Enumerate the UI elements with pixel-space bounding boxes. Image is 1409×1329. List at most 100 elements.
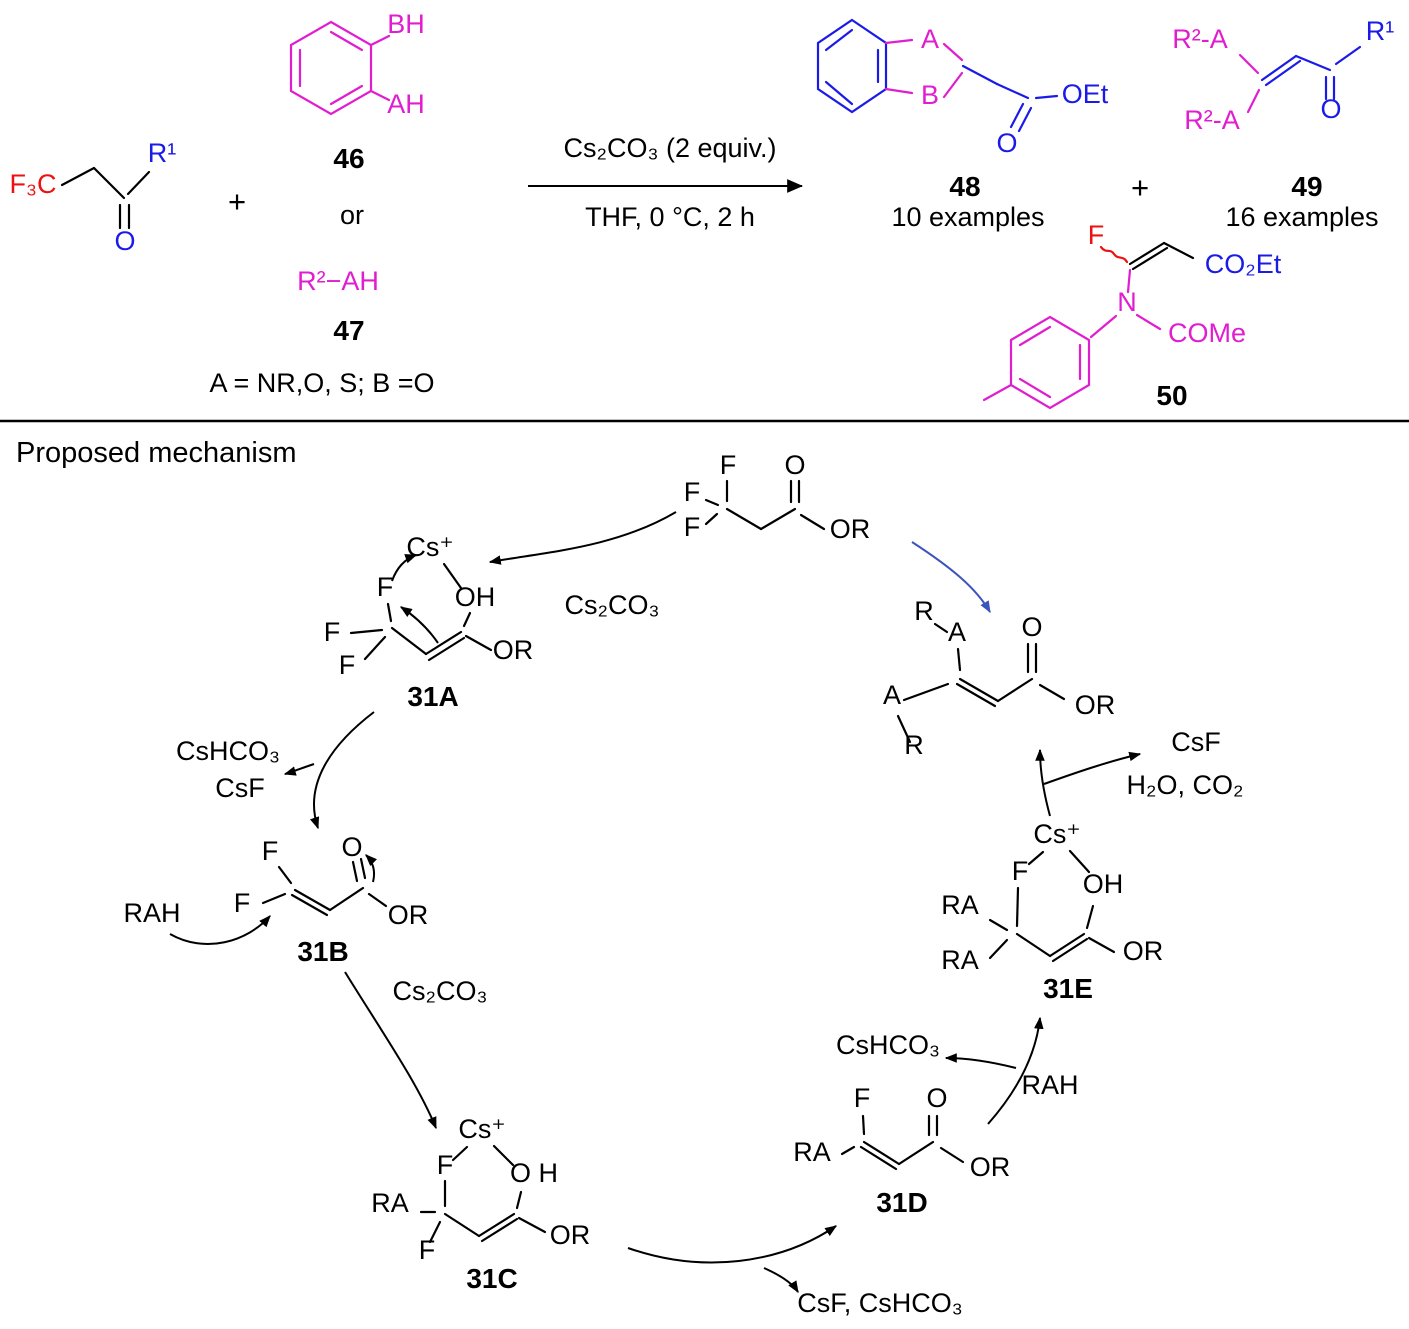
intermediate-31e: Cs⁺ F OH RA RA OR 31E bbox=[941, 819, 1163, 1004]
arrow-ester-to-product-blue bbox=[911, 541, 991, 614]
curved-arrow-carbonyl bbox=[365, 854, 378, 883]
mechanism-product: R A O A R OR bbox=[883, 596, 1115, 760]
intermediate-31b: F O F OR RAH 31B bbox=[123, 832, 428, 967]
r2a-bottom-label: R²-A bbox=[1184, 105, 1240, 135]
intermediate-31d: F O RA OR 31D bbox=[793, 1083, 1010, 1218]
cs-cation-label: Cs⁺ bbox=[406, 532, 453, 562]
mechanism-product-bonds bbox=[896, 622, 1066, 744]
rah-label: RAH bbox=[123, 898, 180, 928]
f-label-50: F bbox=[1088, 220, 1105, 250]
o-label: O bbox=[784, 450, 805, 480]
curved-arrow-rah-attack bbox=[169, 915, 271, 945]
intermediate-31a-bonds bbox=[349, 562, 493, 662]
intermediate-31d-number: 31D bbox=[876, 1187, 927, 1218]
a-label: A bbox=[948, 617, 966, 647]
intermediate-31b-bonds bbox=[261, 857, 388, 917]
plus-sign-right: + bbox=[1131, 170, 1149, 205]
compound-47-number: 47 bbox=[333, 315, 364, 346]
intermediate-31c-number: 31C bbox=[466, 1263, 517, 1294]
f-label: F bbox=[854, 1083, 871, 1113]
byproduct-csf-final-label: CsF bbox=[1171, 727, 1221, 757]
ah-label: AH bbox=[387, 89, 425, 119]
cs2co3-reagent-top: Cs₂CO₃ bbox=[565, 590, 660, 620]
rah-right-label: RAH bbox=[1021, 1070, 1078, 1100]
cs-cation-label: Cs⁺ bbox=[1033, 819, 1080, 849]
reactant-bonds bbox=[60, 166, 151, 230]
oh-label: OH bbox=[455, 582, 496, 612]
or-label: OR bbox=[1075, 690, 1116, 720]
r-label: R bbox=[914, 596, 934, 626]
arrow-31a-to-31b bbox=[283, 711, 375, 830]
f3c-label: F₃C bbox=[10, 169, 57, 199]
f-label: F bbox=[437, 1150, 454, 1180]
r1-product-label: R¹ bbox=[1366, 16, 1395, 46]
mechanism-section: Proposed mechanism F F F O OR Cs₂C bbox=[16, 437, 1243, 1318]
ester-o-label: O bbox=[996, 128, 1017, 158]
f-label: F bbox=[684, 477, 701, 507]
r1-label: R¹ bbox=[148, 138, 177, 168]
conditions-below: THF, 0 °C, 2 h bbox=[585, 202, 755, 232]
product-50-bonds-amine bbox=[982, 268, 1162, 410]
conditions-above: Cs₂CO₃ (2 equiv.) bbox=[563, 133, 776, 163]
ra-label: RA bbox=[941, 890, 979, 920]
product-48-number: 48 bbox=[949, 171, 980, 202]
or-label: OR bbox=[830, 514, 871, 544]
r-label: R bbox=[904, 730, 924, 760]
or-text: or bbox=[340, 200, 364, 230]
intermediate-31b-number: 31B bbox=[297, 936, 348, 967]
come-label: COMe bbox=[1168, 318, 1246, 348]
cf3-ester-structure: F F F O OR bbox=[684, 450, 871, 544]
arrow-ester-to-31a bbox=[488, 511, 677, 565]
curved-arrow-enolate bbox=[400, 606, 439, 644]
cf3-ester-bonds bbox=[704, 479, 826, 531]
ketone-o-label: O bbox=[1320, 94, 1341, 124]
a-label: A bbox=[883, 680, 901, 710]
product-49: R²-A R²-A O R¹ 49 16 examples bbox=[1172, 16, 1394, 232]
or-label: OR bbox=[493, 635, 534, 665]
carbonyl-o-label: O bbox=[114, 226, 135, 256]
product-49-bonds-enone bbox=[1260, 45, 1362, 101]
cs2co3-reagent-mid: Cs₂CO₃ bbox=[393, 976, 488, 1006]
scheme-top: F₃C R¹ O + BH AH 46 or R²−AH 47 A = NR,O… bbox=[10, 9, 1395, 411]
intermediate-31c: Cs⁺ F O H RA F OR 31C bbox=[371, 1114, 590, 1294]
plus-sign-left: + bbox=[228, 184, 246, 219]
a-atom-label: A bbox=[921, 24, 939, 54]
or-label: OR bbox=[970, 1152, 1011, 1182]
byproduct-h2o-co2-label: H₂O, CO₂ bbox=[1127, 770, 1244, 800]
intermediate-31e-number: 31E bbox=[1043, 973, 1093, 1004]
f-label: F bbox=[234, 888, 251, 918]
or-label: OR bbox=[388, 900, 429, 930]
reaction-arrow: Cs₂CO₃ (2 equiv.) THF, 0 °C, 2 h bbox=[528, 133, 804, 232]
f-label: F bbox=[262, 836, 279, 866]
compound-46-bonds bbox=[289, 20, 391, 116]
product-49-number: 49 bbox=[1291, 171, 1322, 202]
f-label: F bbox=[324, 617, 341, 647]
intermediate-31a-number: 31A bbox=[407, 681, 458, 712]
f-label: F bbox=[720, 450, 737, 480]
product-50: F CO₂Et N COMe 50 bbox=[982, 220, 1282, 411]
byproduct-csf-cshco3-label: CsF, CsHCO₃ bbox=[797, 1288, 963, 1318]
arrow-31c-to-31d bbox=[627, 1225, 837, 1294]
compound-47-formula: R²−AH bbox=[297, 266, 379, 296]
product-50-squiggle-bond bbox=[1099, 245, 1129, 264]
product-49-bonds-hetero bbox=[1238, 53, 1261, 114]
ab-definition: A = NR,O, S; B =O bbox=[209, 368, 434, 398]
compound-47: R²−AH 47 bbox=[297, 266, 379, 346]
product-50-number: 50 bbox=[1156, 380, 1187, 411]
byproduct-cshco3-label: CsHCO₃ bbox=[176, 736, 280, 766]
intermediate-31d-bonds bbox=[840, 1114, 965, 1171]
or-label: OR bbox=[1123, 936, 1164, 966]
product-48-examples: 10 examples bbox=[891, 202, 1044, 232]
mechanism-heading: Proposed mechanism bbox=[16, 437, 296, 469]
or-label: OR bbox=[550, 1220, 591, 1250]
oet-label: OEt bbox=[1062, 79, 1109, 109]
product-50-bonds-black bbox=[1128, 241, 1195, 271]
f-label: F bbox=[419, 1235, 436, 1265]
r2a-top-label: R²-A bbox=[1172, 24, 1228, 54]
f-label: F bbox=[377, 572, 394, 602]
byproduct-cshco3-right-label: CsHCO₃ bbox=[836, 1030, 940, 1060]
o-label: O bbox=[926, 1083, 947, 1113]
f-label: F bbox=[684, 512, 701, 542]
